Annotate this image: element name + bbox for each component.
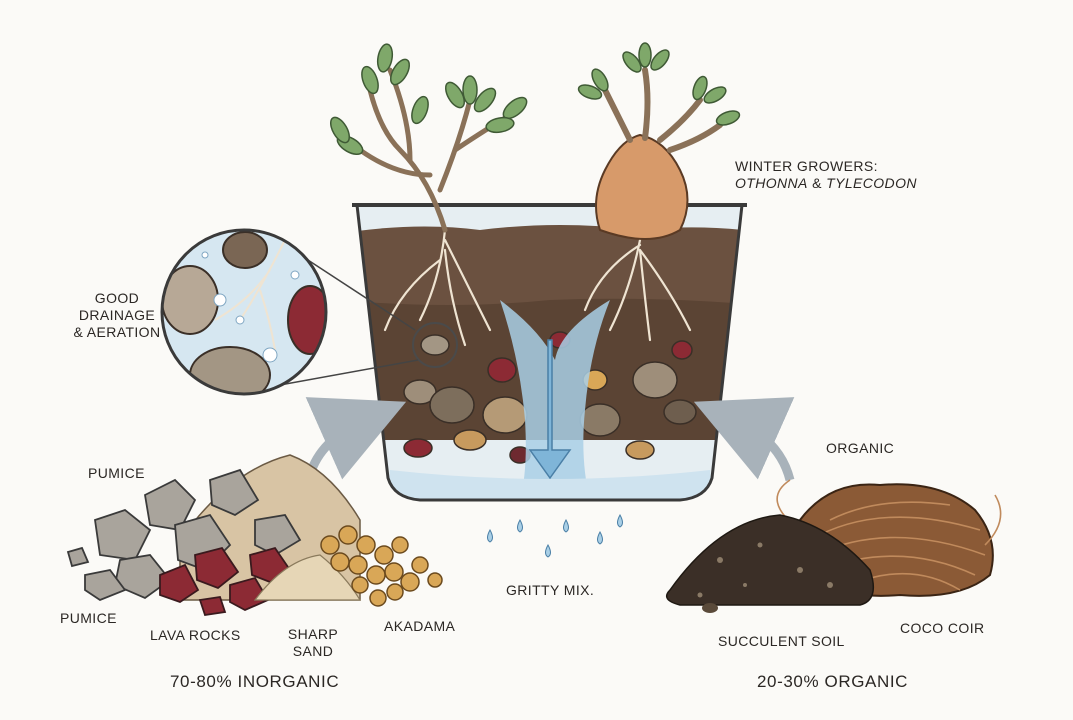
organic-ratio-label: 20-30% ORGANIC (757, 672, 909, 691)
species-othonna: OTHONNA (735, 175, 808, 191)
water-flow (500, 300, 610, 500)
sharp-sand-label: SHARP SAND (278, 626, 348, 660)
down-arrow (528, 339, 572, 480)
inorganic-pile (66, 454, 443, 617)
pumice-top-label: PUMICE (88, 465, 145, 481)
sharp-sand-line1: SHARP (287, 626, 339, 642)
akadama-label: AKADAMA (384, 618, 456, 634)
coco-coir-label: COCO COIR (900, 620, 985, 636)
arrow-right-curved-icon (693, 397, 795, 482)
drainage-label: GOOD DRAINAGE & AERATION (72, 290, 162, 341)
drainage-line1: GOOD (94, 290, 140, 306)
drainage-line2: DRAINAGE (78, 307, 156, 323)
organic-label: ORGANIC (826, 440, 895, 456)
plant-left-othonna (329, 43, 528, 233)
glass-pot (352, 203, 747, 502)
species-tylecodon: TYLECODON (826, 175, 917, 191)
succulent-soil-label: SUCCULENT SOIL (718, 633, 845, 649)
drainage-line3: & AERATION (73, 324, 161, 340)
species-amp: & (807, 175, 827, 191)
winter-growers-line1: WINTER GROWERS: (735, 158, 878, 174)
water-drops (487, 513, 623, 558)
arrow-left-curved-icon (305, 397, 407, 480)
sharp-sand-line2: SAND (292, 643, 334, 659)
winter-growers-label: WINTER GROWERS: OTHONNA & TYLECODON (735, 158, 917, 192)
organic-pile (665, 479, 1002, 613)
inorganic-ratio-label: 70-80% INORGANIC (170, 672, 340, 691)
pumice-bottom-label: PUMICE (60, 610, 117, 626)
plant-right-tylecodon (577, 42, 741, 240)
gritty-mix-label: GRITTY MIX. (506, 582, 595, 598)
magnify-source-circle (412, 322, 458, 368)
lava-rocks-label: LAVA ROCKS (150, 627, 241, 643)
